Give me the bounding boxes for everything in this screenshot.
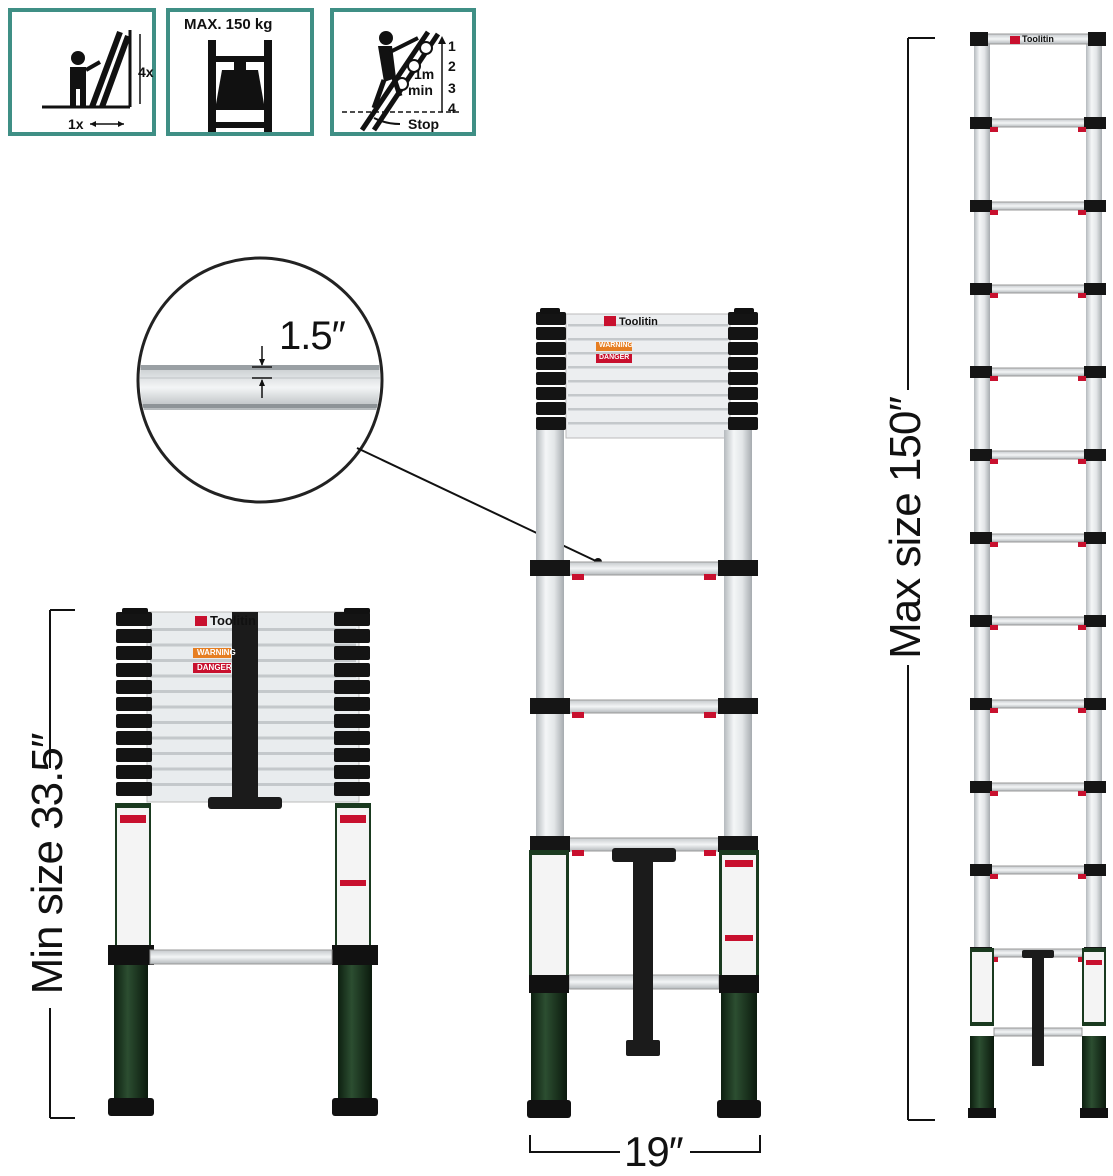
callout-thickness-label: 1.5″: [279, 314, 346, 358]
climber-icon: [342, 30, 459, 132]
collapsed-warning-label: WARNING: [197, 648, 236, 657]
middle-brand-label: Toolitin: [619, 316, 658, 328]
collapsed-ladder: [108, 608, 378, 1116]
width-label: 19″: [624, 1128, 684, 1175]
fully-extended-ladder: [968, 32, 1108, 1118]
weight-icon: [208, 40, 272, 132]
min-size-dimension: [49, 609, 75, 1119]
extended-brand-label: Toolitin: [1022, 34, 1054, 44]
rung-3: 3: [448, 80, 456, 96]
ratio-icon-box: 4x 1x: [8, 8, 156, 136]
ratio-base-label: 1x: [68, 116, 84, 132]
ratio-height-label: 4x: [138, 64, 154, 80]
rung-2: 2: [448, 58, 456, 74]
collapsed-brand-label: Toolitin: [210, 613, 256, 628]
extension-icon-box: 1 2 3 4 1m min Stop: [330, 8, 476, 136]
lean-ratio-icon: [42, 30, 141, 127]
max-size-dimension: [907, 37, 935, 1121]
middle-warning-label: WARNING: [599, 342, 633, 349]
min-label-1m: 1m: [414, 66, 435, 82]
rung-4: 4: [448, 100, 456, 116]
partially-extended-ladder: [527, 308, 761, 1118]
max-load-label: MAX. 150 kg: [184, 16, 273, 33]
min-label-min: min: [408, 82, 433, 98]
stop-label: Stop: [408, 116, 440, 132]
thickness-callout: [136, 256, 602, 566]
load-icon-box: MAX. 150 kg: [166, 8, 314, 136]
collapsed-danger-label: DANGER: [197, 663, 232, 672]
width-dimension: [529, 1135, 761, 1153]
rung-1: 1: [448, 38, 456, 54]
middle-danger-label: DANGER: [599, 354, 630, 361]
